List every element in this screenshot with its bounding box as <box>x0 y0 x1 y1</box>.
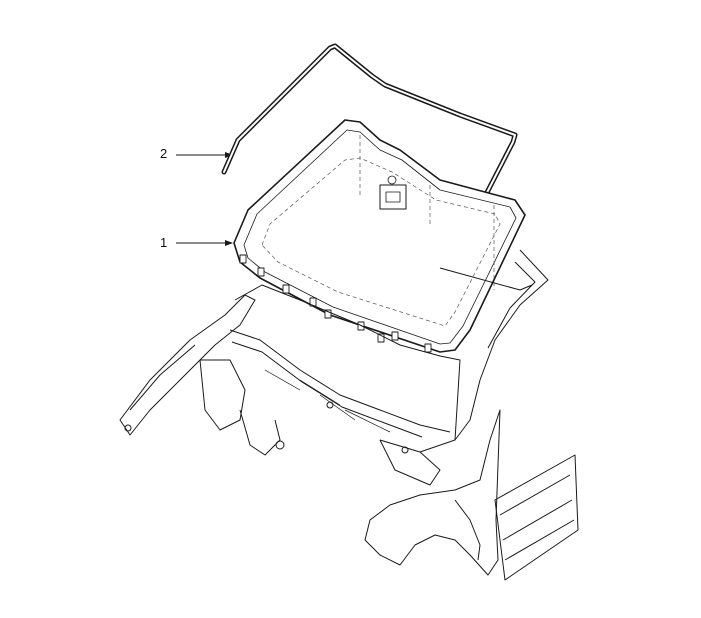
windshield-glass <box>233 119 526 353</box>
callout-label-1: 1 <box>160 235 168 250</box>
vehicle-body-structure <box>119 249 579 581</box>
windshield-molding <box>221 43 518 276</box>
callout-label-2: 2 <box>160 146 168 161</box>
